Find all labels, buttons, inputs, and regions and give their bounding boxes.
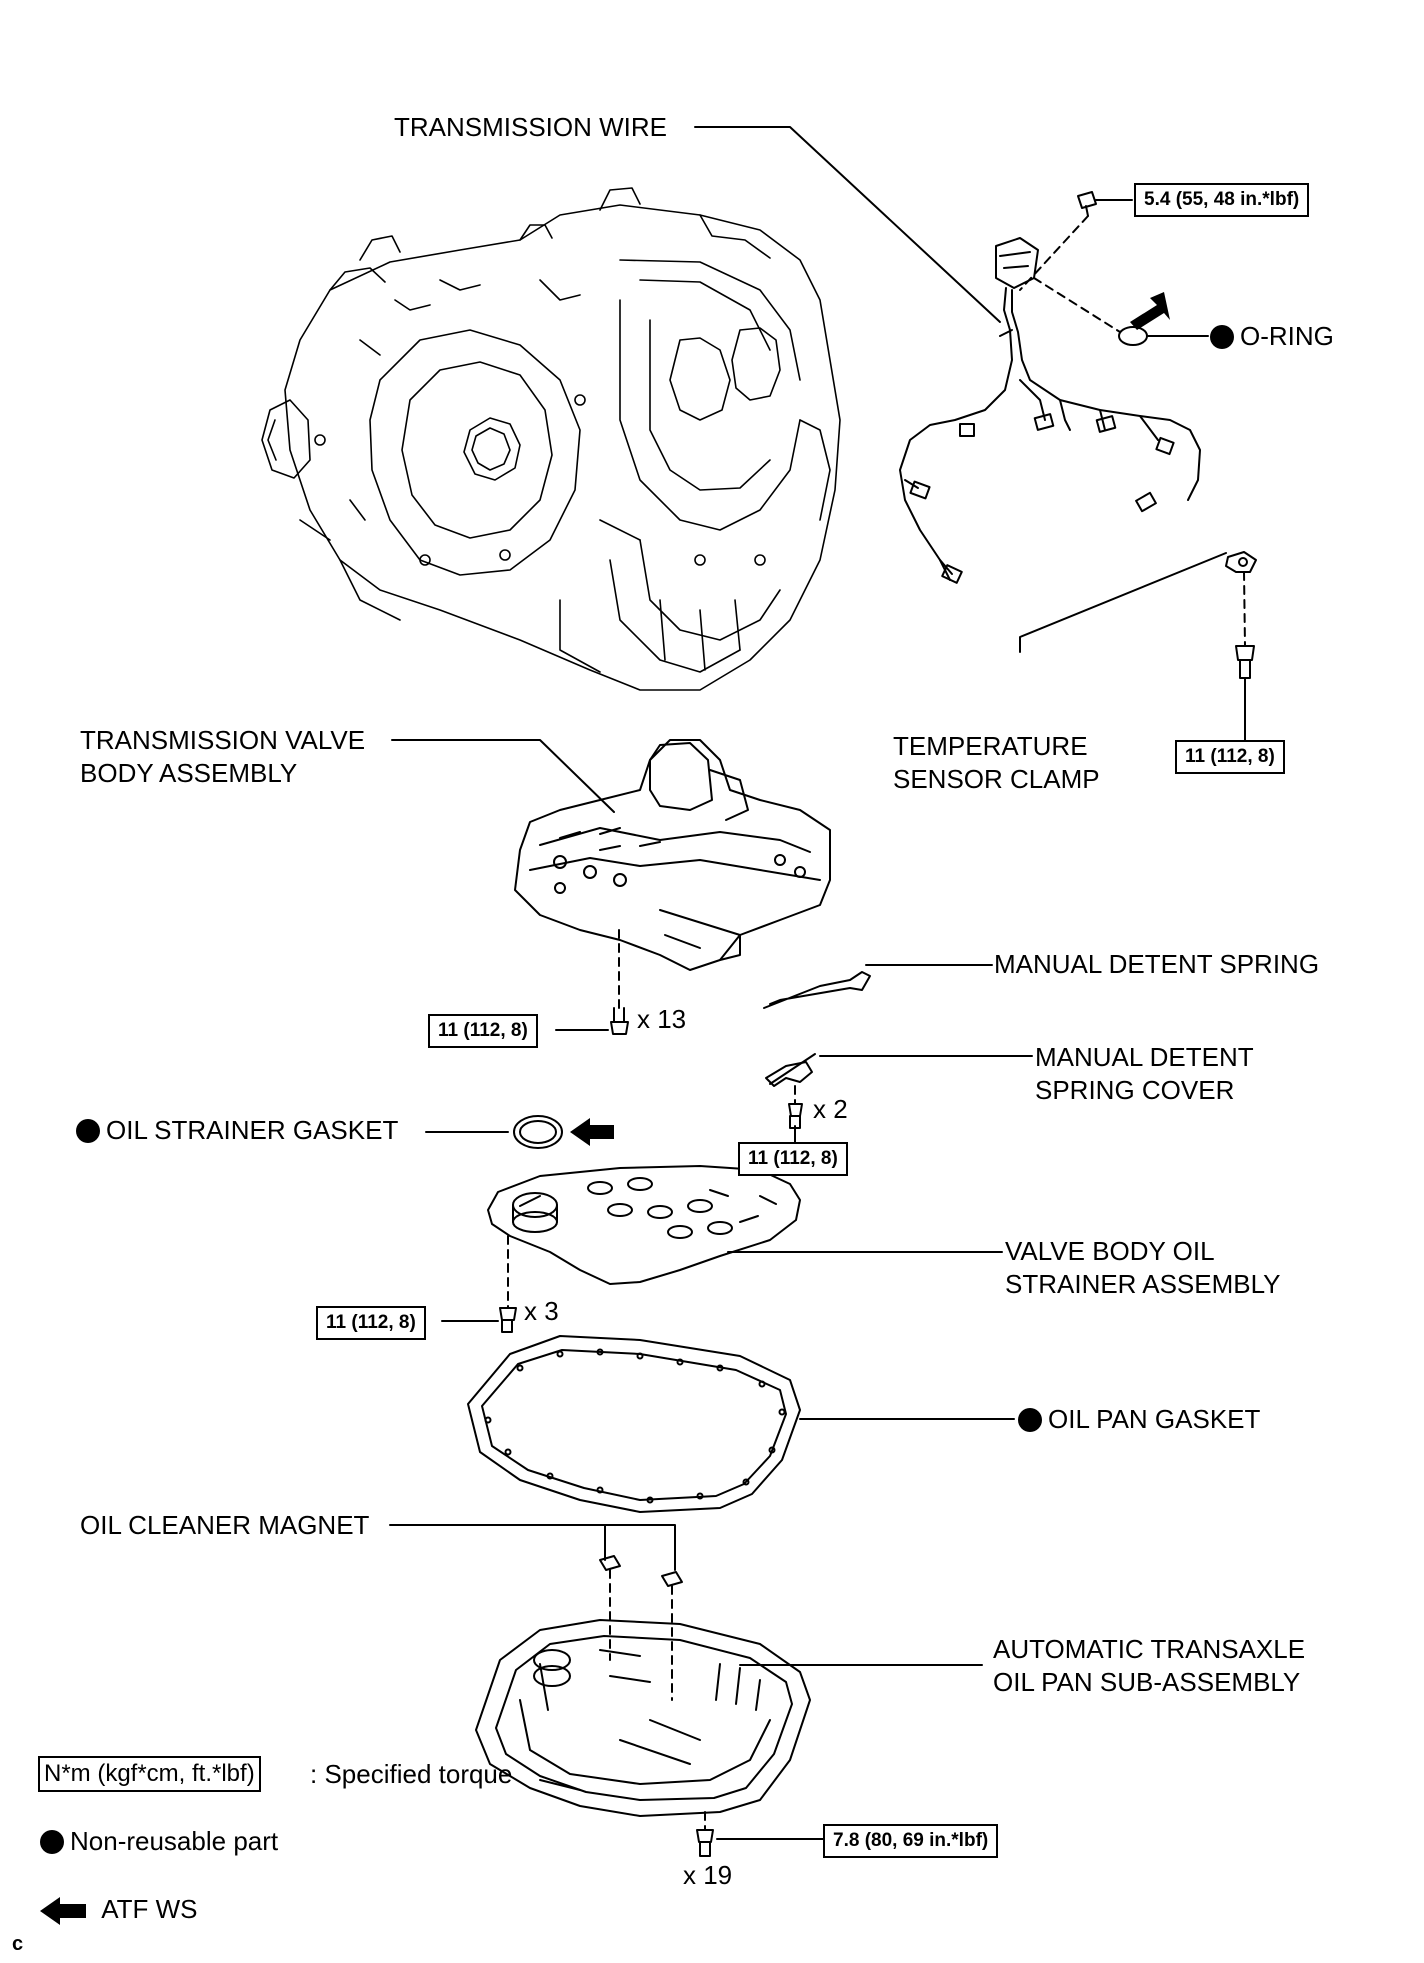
cover-bolt-illustration bbox=[788, 1103, 803, 1129]
torque-box-cover-bolts: 11 (112, 8) bbox=[738, 1142, 848, 1176]
label-o-ring-text: O-RING bbox=[1240, 321, 1334, 351]
strainer-bolt-illustration bbox=[499, 1307, 517, 1333]
non-reusable-dot-icon bbox=[1210, 325, 1234, 349]
qty-valve-body-bolts: x 13 bbox=[637, 1004, 687, 1034]
transaxle-housing-illustration bbox=[261, 187, 841, 691]
corner-mark: c bbox=[12, 1933, 24, 1955]
legend-torque-unit: N*m (kgf*cm, ft.*lbf) bbox=[38, 1756, 261, 1792]
non-reusable-dot-icon bbox=[76, 1119, 100, 1143]
oil-strainer-gasket-illustration bbox=[513, 1115, 563, 1149]
torque-box-strainer-bolts: 11 (112, 8) bbox=[316, 1306, 426, 1340]
valve-body-bolt-illustration bbox=[610, 1007, 629, 1035]
oil-pan-gasket-illustration bbox=[467, 1335, 801, 1513]
leader-lines bbox=[389, 126, 1246, 1840]
label-temp-clamp-line2: SENSOR CLAMP bbox=[893, 764, 1100, 794]
pan-bolt-illustration bbox=[696, 1829, 714, 1857]
o-ring-illustration bbox=[1118, 326, 1148, 346]
label-oil-strainer-gasket: OIL STRAINER GASKET bbox=[76, 1114, 398, 1146]
label-o-ring: O-RING bbox=[1210, 320, 1334, 352]
atf-arrow-icon bbox=[40, 1897, 86, 1926]
torque-box-pan-bolts: 7.8 (80, 69 in.*lbf) bbox=[823, 1824, 999, 1858]
label-detent-cover-line2: SPRING COVER bbox=[1035, 1075, 1235, 1105]
label-strainer-line2: STRAINER ASSEMBLY bbox=[1005, 1269, 1281, 1299]
legend-non-reusable: Non-reusable part bbox=[40, 1825, 278, 1857]
qty-cover-bolts: x 2 bbox=[813, 1094, 848, 1124]
non-reusable-dot-icon bbox=[1018, 1408, 1042, 1432]
torque-box-valve-body-bolts: 11 (112, 8) bbox=[428, 1014, 538, 1048]
label-oil-pan-line1: AUTOMATIC TRANSAXLE bbox=[993, 1634, 1306, 1664]
label-transmission-wire: TRANSMISSION WIRE bbox=[394, 112, 668, 142]
label-oil-pan-gasket: OIL PAN GASKET bbox=[1018, 1403, 1260, 1435]
label-oil-strainer-gasket-text: OIL STRAINER GASKET bbox=[106, 1115, 399, 1145]
manual-detent-spring-illustration bbox=[763, 971, 871, 1009]
label-valve-body-line1: TRANSMISSION VALVE bbox=[80, 725, 366, 755]
valve-body-illustration bbox=[514, 739, 831, 971]
atf-arrow-icon bbox=[1130, 292, 1170, 330]
dashed-installation-lines bbox=[507, 215, 1246, 1831]
label-oil-pan-gasket-text: OIL PAN GASKET bbox=[1048, 1404, 1261, 1434]
oil-strainer-illustration bbox=[487, 1165, 801, 1285]
label-strainer-line1: VALVE BODY OIL bbox=[1005, 1236, 1215, 1266]
legend-atf: ATF WS bbox=[40, 1893, 198, 1926]
detent-spring-cover-illustration bbox=[765, 1061, 813, 1087]
oil-pan-illustration bbox=[475, 1619, 811, 1817]
atf-arrow-icon bbox=[570, 1118, 614, 1146]
legend-torque-desc: : Specified torque bbox=[310, 1759, 513, 1789]
oil-cleaner-magnet-illustration bbox=[599, 1555, 683, 1587]
qty-pan-bolts: x 19 bbox=[683, 1860, 733, 1890]
label-manual-detent-spring: MANUAL DETENT SPRING bbox=[994, 949, 1320, 979]
legend-non-reusable-text: Non-reusable part bbox=[70, 1826, 279, 1856]
clamp-bolt-illustration bbox=[1235, 645, 1255, 679]
label-detent-cover-line1: MANUAL DETENT bbox=[1035, 1042, 1254, 1072]
label-oil-pan-line2: OIL PAN SUB-ASSEMBLY bbox=[993, 1667, 1301, 1697]
label-oil-cleaner-magnet: OIL CLEANER MAGNET bbox=[80, 1510, 370, 1540]
wire-bolt-illustration bbox=[1077, 191, 1097, 217]
transmission-wire-illustration bbox=[899, 237, 1257, 584]
legend-atf-text: ATF WS bbox=[101, 1894, 198, 1924]
non-reusable-dot-icon bbox=[40, 1830, 64, 1854]
qty-strainer-bolts: x 3 bbox=[524, 1296, 559, 1326]
label-temp-clamp-line1: TEMPERATURE bbox=[893, 731, 1088, 761]
torque-box-wire-bolt: 5.4 (55, 48 in.*lbf) bbox=[1134, 183, 1310, 217]
torque-box-clamp-bolt: 11 (112, 8) bbox=[1175, 740, 1285, 774]
label-valve-body-line2: BODY ASSEMBLY bbox=[80, 758, 298, 788]
